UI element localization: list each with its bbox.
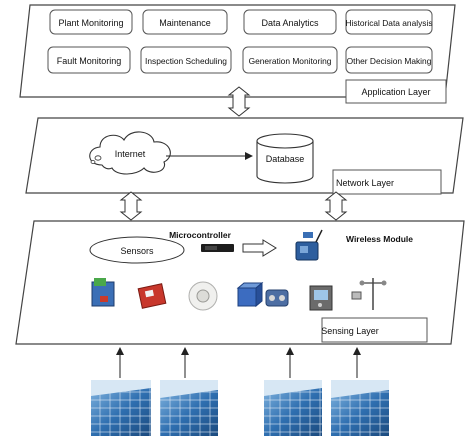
- svg-text:Internet: Internet: [115, 149, 146, 159]
- blue-cube-sensor-icon: [236, 281, 264, 308]
- double-arrow-app-network: [227, 86, 251, 117]
- sensing-layer: Sensors Microcontroller Wireless Module: [15, 220, 465, 345]
- svg-text:Fault Monitoring: Fault Monitoring: [57, 56, 122, 66]
- svg-text:Historical Data analysis: Historical Data analysis: [345, 18, 432, 28]
- panel-arrows: [116, 347, 361, 378]
- app-box-generation-monitoring: Generation Monitoring: [242, 46, 338, 74]
- app-box-data-analytics: Data Analytics: [243, 9, 337, 35]
- svg-text:Inspection Scheduling: Inspection Scheduling: [145, 56, 227, 66]
- internet-cloud: Internet: [89, 131, 171, 175]
- wireless-module-label: Wireless Module: [346, 234, 413, 244]
- svg-text:Plant Monitoring: Plant Monitoring: [58, 18, 123, 28]
- solar-panel-1-icon: [91, 380, 151, 436]
- svg-text:Other Decision Making: Other Decision Making: [347, 56, 432, 66]
- sensing-layer-label: Sensing Layer: [321, 317, 428, 343]
- svg-text:Sensing Layer: Sensing Layer: [321, 326, 379, 336]
- gear-sensor-icon: [188, 281, 218, 311]
- database-cylinder: Database: [256, 133, 314, 184]
- svg-text:Data Analytics: Data Analytics: [261, 18, 319, 28]
- app-box-other-decision-making: Other Decision Making: [345, 46, 433, 74]
- app-box-inspection-scheduling: Inspection Scheduling: [140, 46, 232, 74]
- svg-text:Network Layer: Network Layer: [336, 178, 394, 188]
- app-box-historical-data-analysis: Historical Data analysis: [345, 9, 433, 35]
- app-box-fault-monitoring: Fault Monitoring: [47, 46, 131, 74]
- relay-board-icon: [91, 278, 115, 307]
- right-arrow-icon: [242, 239, 277, 257]
- sensors-ellipse: Sensors: [89, 236, 185, 264]
- connector-module-icon: [265, 289, 289, 307]
- svg-text:Database: Database: [266, 154, 305, 164]
- solar-panel-3-icon: [264, 380, 322, 436]
- microcontroller-label: Microcontroller: [169, 230, 232, 240]
- svg-text:Generation Monitoring: Generation Monitoring: [249, 56, 332, 66]
- double-arrow-network-sensing-left: [119, 191, 143, 221]
- weather-station-icon: [351, 278, 387, 310]
- svg-text:Application Layer: Application Layer: [361, 87, 430, 97]
- svg-text:Maintenance: Maintenance: [159, 18, 211, 28]
- microcontroller-icon: [201, 244, 234, 252]
- wireless-module-icon: [295, 229, 323, 261]
- app-box-maintenance: Maintenance: [142, 9, 228, 35]
- solar-panel-2-icon: [160, 380, 218, 436]
- application-layer-label: Application Layer: [345, 79, 447, 104]
- app-box-plant-monitoring: Plant Monitoring: [49, 9, 133, 35]
- svg-text:Sensors: Sensors: [120, 246, 154, 256]
- network-layer-label: Network Layer: [332, 169, 442, 195]
- network-layer: Internet Database Network Layer: [25, 117, 464, 195]
- double-arrow-network-sensing-right: [324, 191, 348, 221]
- controller-box-icon: [309, 285, 333, 311]
- solar-panel-4-icon: [331, 380, 389, 436]
- red-sensor-board-icon: [137, 283, 167, 309]
- application-layer: Plant Monitoring Maintenance Data Analyt…: [19, 4, 456, 104]
